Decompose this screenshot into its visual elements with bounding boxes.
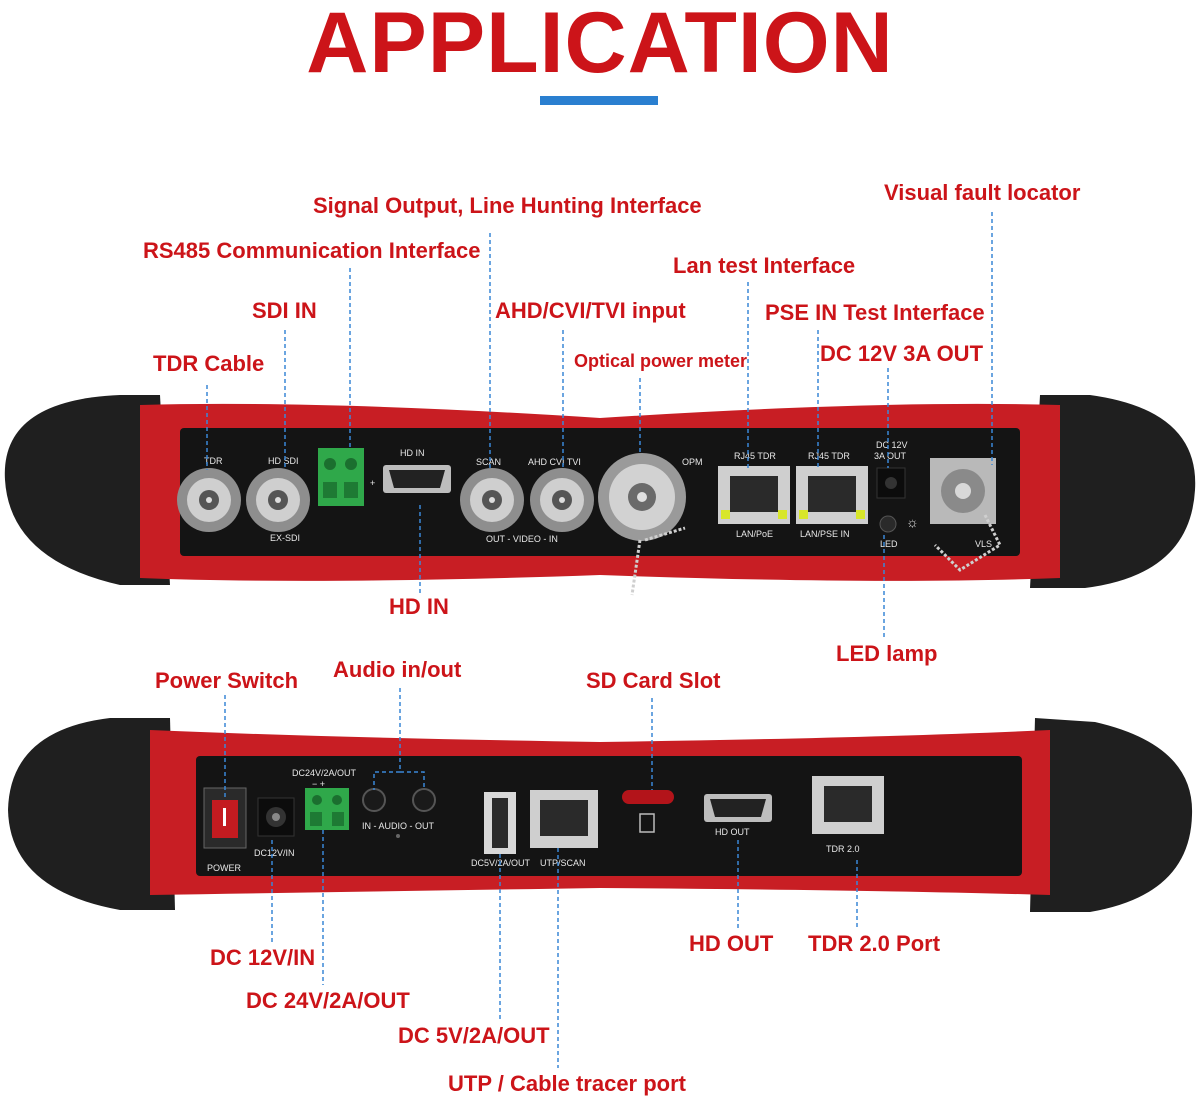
label-hd-in: HD IN <box>389 594 449 619</box>
printed-dc5v-out: DC5V/2A/OUT <box>471 858 531 868</box>
label-ahd-input: AHD/CVI/TVI input <box>495 298 686 323</box>
label-tdr2: TDR 2.0 Port <box>808 931 941 956</box>
label-tdr-cable: TDR Cable <box>153 351 265 376</box>
printed-ex-sdi: EX-SDI <box>270 533 300 543</box>
printed-dc12v: DC 12V <box>876 440 908 450</box>
hdmi-in-port <box>383 465 451 493</box>
bottom-left-bumper <box>8 718 175 910</box>
rj45-lan-pse-port <box>796 466 868 524</box>
vfl-port <box>930 458 1002 572</box>
optical-power-meter-port <box>598 453 686 596</box>
label-signal-output: Signal Output, Line Hunting Interface <box>313 193 702 218</box>
video-in-bnc-connector <box>530 468 594 532</box>
label-dc12-out: DC 12V 3A OUT <box>820 341 984 366</box>
printed-in-audio-out: IN - AUDIO - OUT <box>362 821 435 831</box>
top-right-bumper <box>1030 395 1196 588</box>
printed-utp-scan: UTP/SCAN <box>540 858 586 868</box>
printed-scan: SCAN <box>476 457 501 467</box>
label-rs485: RS485 Communication Interface <box>143 238 481 263</box>
label-pse-in: PSE IN Test Interface <box>765 300 985 325</box>
label-sdi-in: SDI IN <box>252 298 317 323</box>
rj45-lan-poe-port <box>718 466 790 524</box>
bottom-device: POWER DC12V/IN DC24V/2A/OUT − + IN - AUD… <box>8 718 1193 912</box>
leader-lines <box>206 212 993 1068</box>
rs485-terminal <box>318 448 364 506</box>
label-vfl: Visual fault locator <box>884 180 1081 205</box>
printed-lan-poe: LAN/PoE <box>736 529 773 539</box>
printed-rj45-tdr-2: RJ45 TDR <box>808 451 850 461</box>
label-audio: Audio in/out <box>333 657 462 682</box>
printed-led: LED <box>880 539 898 549</box>
label-optical-power: Optical power meter <box>574 351 748 371</box>
label-lan-test: Lan test Interface <box>673 253 856 278</box>
top-device: TDR HD SDI EX-SDI + HD IN SCAN AHD CVI T… <box>4 395 1196 596</box>
printed-3a-out: 3A OUT <box>874 451 907 461</box>
tdr2-rj45-port <box>812 776 884 834</box>
sdi-bnc-connector <box>246 468 310 532</box>
top-left-bumper <box>4 395 170 585</box>
leader-audio <box>373 688 401 790</box>
lamp-icon: ☼ <box>906 514 919 530</box>
sd-card-slot <box>622 790 674 833</box>
printed-ahd-cvi-tvi: AHD CVI TVI <box>528 457 581 467</box>
page-title: APPLICATION <box>306 0 894 91</box>
label-power-switch: Power Switch <box>155 668 299 693</box>
printed-vls: VLS <box>975 539 992 549</box>
leader-audio-2 <box>400 771 425 790</box>
dc24-terminal <box>305 788 349 830</box>
usb-port <box>484 792 516 854</box>
scan-bnc-connector <box>460 468 524 532</box>
hdmi-out-port <box>704 794 772 822</box>
title-underline <box>540 96 658 105</box>
printed-plus: + <box>370 478 375 488</box>
printed-power: POWER <box>207 863 242 873</box>
power-switch <box>203 787 247 849</box>
label-sd-card: SD Card Slot <box>586 668 721 693</box>
label-dc5-out: DC 5V/2A/OUT <box>398 1023 550 1048</box>
printed-hd-in: HD IN <box>400 448 425 458</box>
tdr-bnc-connector <box>177 468 241 532</box>
label-utp: UTP / Cable tracer port <box>448 1071 686 1096</box>
printed-dc12v-in: DC12V/IN <box>254 848 295 858</box>
bottom-right-bumper <box>1030 718 1193 912</box>
label-led-lamp: LED lamp <box>836 641 938 666</box>
printed-dc24v-out: DC24V/2A/OUT <box>292 768 357 778</box>
printed-minus-plus: − + <box>312 779 325 789</box>
printed-hd-sdi: HD SDI <box>268 456 299 466</box>
dc12-in-jack <box>257 797 295 837</box>
printed-tdr-2: TDR 2.0 <box>826 844 860 854</box>
label-hd-out: HD OUT <box>689 931 774 956</box>
utp-rj45-port <box>530 790 598 848</box>
printed-hd-out: HD OUT <box>715 827 750 837</box>
printed-lan-pse-in: LAN/PSE IN <box>800 529 850 539</box>
printed-rj45-tdr-1: RJ45 TDR <box>734 451 776 461</box>
printed-tdr: TDR <box>204 456 223 466</box>
printed-opm: OPM <box>682 457 703 467</box>
printed-out-video-in: OUT - VIDEO - IN <box>486 534 558 544</box>
dc12-out-jack <box>876 467 906 533</box>
label-dc12-in: DC 12V/IN <box>210 945 316 970</box>
label-dc24-out: DC 24V/2A/OUT <box>246 988 410 1013</box>
